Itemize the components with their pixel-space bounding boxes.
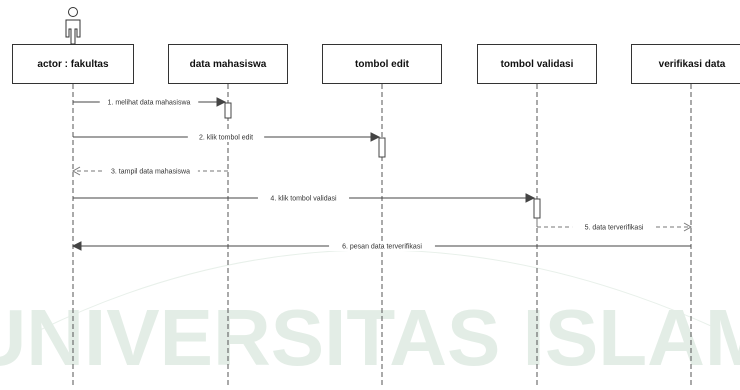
message-label-bg (257, 193, 350, 203)
participant-data-mahasiswa: data mahasiswa (168, 44, 288, 84)
message-label: 4. klik tombol validasi (270, 196, 337, 203)
participant-label: data mahasiswa (189, 58, 267, 70)
message-6: 6. pesan data terverifikasi (71, 241, 691, 251)
actor-icon (65, 7, 81, 45)
participant-label: actor : fakultas (37, 58, 109, 70)
messages: 1. melihat data mahasiswa 2. klik tombol … (71, 97, 693, 251)
message-5: 5. data terverifikasi (537, 222, 693, 232)
participant-tombol-validasi: tombol validasi (477, 44, 597, 84)
participant-actor-fakultas: actor : fakultas (12, 44, 134, 84)
message-label-bg (103, 166, 198, 176)
message-label: 3. tampil data mahasiswa (111, 169, 190, 176)
message-3: 3. tampil data mahasiswa (71, 166, 228, 176)
message-1: 1. melihat data mahasiswa (73, 97, 227, 107)
message-2: 2. klik tombol edit (73, 132, 381, 142)
watermark: UNIVERSITAS ISLAM (0, 249, 740, 382)
message-label-bg (572, 222, 656, 232)
message-label: 5. data terverifikasi (585, 225, 644, 232)
participant-label: tombol validasi (500, 58, 574, 70)
activation-tombol-edit (378, 137, 386, 158)
message-label-bg (329, 241, 435, 251)
message-label-bg (187, 132, 265, 142)
activation-bars (224, 102, 541, 219)
message-label: 6. pesan data terverifikasi (342, 244, 422, 251)
arrowhead-filled (71, 241, 82, 251)
participant-label: tombol edit (355, 58, 409, 70)
arrowhead-open (683, 222, 693, 232)
message-4: 4. klik tombol validasi (73, 193, 536, 203)
message-label: 1. melihat data mahasiswa (108, 100, 191, 107)
watermark-text: UNIVERSITAS ISLAM (0, 293, 740, 382)
arrowhead-filled (216, 97, 227, 107)
participant-label: verifikasi data (658, 58, 726, 70)
participant-tombol-edit: tombol edit (322, 44, 442, 84)
arrowhead-filled (370, 132, 381, 142)
participant-verifikasi-data: verifikasi data (631, 44, 740, 84)
message-label: 2. klik tombol edit (199, 135, 253, 142)
arrowhead-open (71, 166, 81, 176)
activation-data-mahasiswa (224, 102, 232, 119)
arrowhead-filled (525, 193, 536, 203)
activation-tombol-validasi (533, 198, 541, 219)
message-label-bg (99, 97, 199, 107)
